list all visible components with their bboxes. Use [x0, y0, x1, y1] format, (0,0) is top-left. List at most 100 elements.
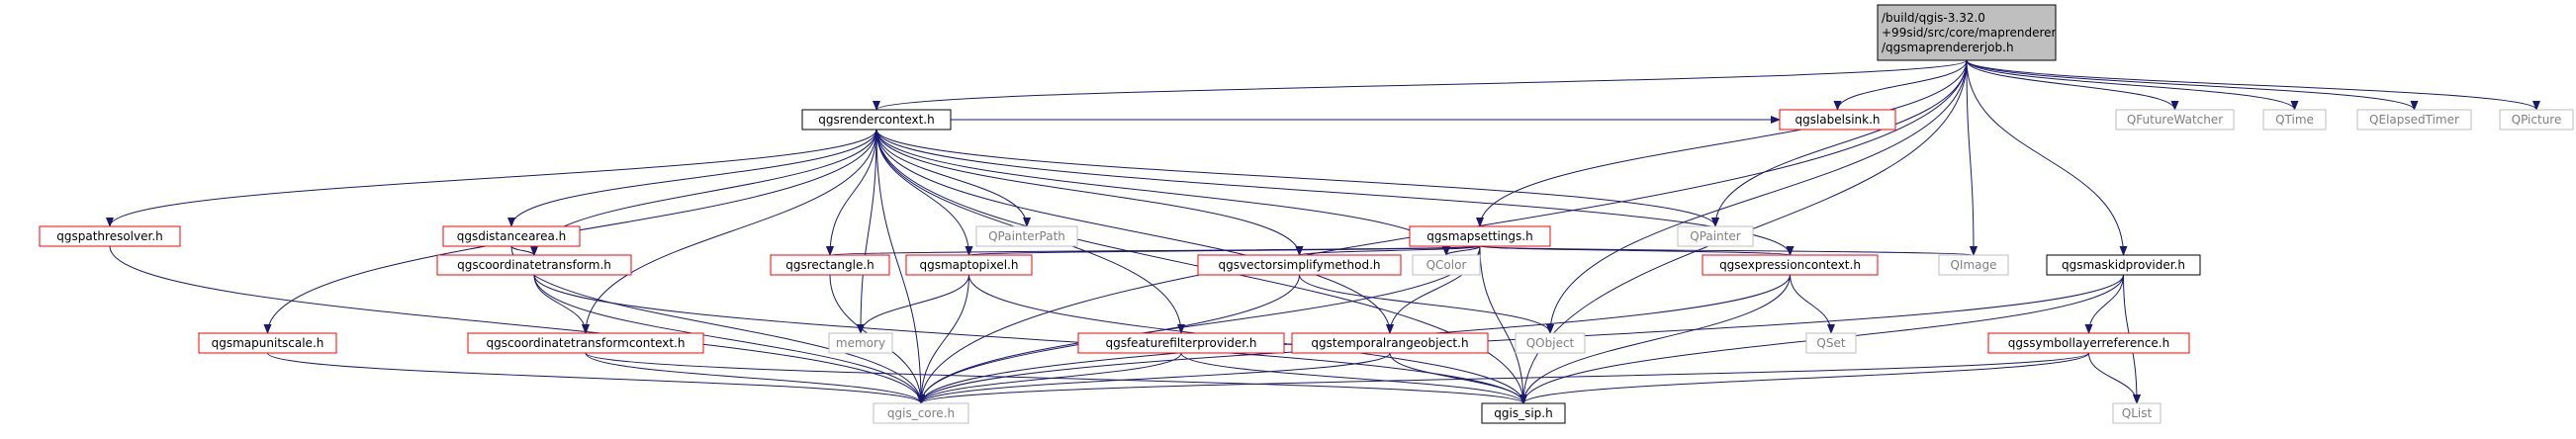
node-box-qgsmaptopixel [905, 254, 1033, 276]
node-box-qgssymbollayerreference [1987, 332, 2190, 354]
edge-root-to-QTime [1966, 59, 2299, 111]
edge-root-to-qgsrendercontext [873, 59, 1968, 111]
node-QSet[interactable]: QSet [1805, 332, 1857, 354]
edge-qgssymbollayerreference-to-QList [2088, 352, 2141, 404]
edge-qgsexpressioncontext-to-qgis_sip [1519, 274, 1791, 404]
node-box-memory [828, 332, 893, 354]
node-label-root: +99sid/src/core/maprenderer [1882, 26, 2057, 40]
node-label-qgstemporalrangeobject: qgstemporalrangeobject.h [1311, 336, 1468, 350]
edge-qgsrendercontext-to-qgstemporalrangeobject [875, 129, 1394, 334]
node-box-QPicture [2499, 109, 2574, 131]
node-box-qgslabelsink [1779, 109, 1896, 131]
node-qgspathresolver[interactable]: qgspathresolver.h [39, 225, 181, 247]
node-QPainter[interactable]: QPainter [1677, 225, 1754, 247]
node-qgsexpressioncontext[interactable]: qgsexpressioncontext.h [1702, 254, 1879, 276]
node-box-qgstemporalrangeobject [1291, 332, 1489, 354]
edge-root-to-qgsmapsettings [1476, 59, 1968, 227]
node-box-qgsrendercontext [801, 109, 952, 131]
node-label-qgscoordinatetransform: qgscoordinatetransform.h [457, 258, 611, 272]
node-label-qgsrectangle: qgsrectangle.h [785, 258, 874, 272]
edge-qgsrendercontext-to-qgsrectangle [826, 129, 877, 256]
node-QTime[interactable]: QTime [2262, 109, 2327, 131]
node-QImage[interactable]: QImage [1938, 254, 2009, 276]
node-label-qgis_core: qgis_core.h [887, 406, 955, 420]
node-qgsrectangle[interactable]: qgsrectangle.h [770, 254, 890, 276]
node-box-qgsexpressioncontext [1702, 254, 1879, 276]
edge-root-to-QElapsedTimer [1966, 59, 2419, 111]
node-QElapsedTimer[interactable]: QElapsedTimer [2356, 109, 2472, 131]
node-qgstemporalrangeobject[interactable]: qgstemporalrangeobject.h [1291, 332, 1489, 354]
edge-qgsrendercontext-to-memory [857, 129, 877, 334]
node-qgsmapunitscale[interactable]: qgsmapunitscale.h [198, 332, 337, 354]
edge-root-to-QImage [1966, 59, 1978, 256]
edge-root-to-qgsmaskidprovider [1966, 59, 2128, 256]
edge-qgsrendercontext-to-qgsdistancearea [507, 129, 877, 227]
node-QFutureWatcher[interactable]: QFutureWatcher [2115, 109, 2235, 131]
node-box-QSet [1805, 332, 1857, 354]
node-qgscoordinatetransformcontext[interactable]: qgscoordinatetransformcontext.h [467, 332, 704, 354]
node-box-qgis_core [873, 402, 969, 424]
node-label-qgssymbollayerreference: qgssymbollayerreference.h [2008, 336, 2169, 350]
node-qgsdistancearea[interactable]: qgsdistancearea.h [442, 225, 581, 247]
edge-qgsmaptopixel-to-qgis_core [917, 274, 969, 404]
node-box-qgsfeaturefilterprovider [1077, 332, 1285, 354]
edge-qgsrendercontext-to-QPainter [875, 129, 1719, 227]
edge-qgstemporalrangeobject-to-qgis_sip [1389, 352, 1527, 404]
file-nodes: /build/qgis-3.32.0+99sid/src/core/mapren… [39, 4, 2574, 424]
node-label-qgis_sip: qgis_sip.h [1494, 406, 1552, 420]
node-box-QPainterPath [975, 225, 1078, 247]
dependency-edges [106, 59, 2540, 404]
node-QObject[interactable]: QObject [1515, 332, 1586, 354]
node-label-QPainter: QPainter [1690, 229, 1741, 243]
node-qgsvectorsimplifymethod[interactable]: qgsvectorsimplifymethod.h [1197, 254, 1402, 276]
node-memory[interactable]: memory [828, 332, 893, 354]
node-label-QFutureWatcher: QFutureWatcher [2127, 113, 2223, 127]
node-box-qgscoordinatetransformcontext [467, 332, 704, 354]
node-qgsmaskidprovider[interactable]: qgsmaskidprovider.h [2046, 254, 2201, 276]
node-qgsfeaturefilterprovider[interactable]: qgsfeaturefilterprovider.h [1077, 332, 1285, 354]
node-qgis_core[interactable]: qgis_core.h [873, 402, 969, 424]
edge-qgsmaptopixel-to-memory [857, 274, 969, 334]
node-qgsmapsettings[interactable]: qgsmapsettings.h [1409, 225, 1551, 247]
node-qgsrendercontext[interactable]: qgsrendercontext.h [801, 109, 952, 131]
node-QList[interactable]: QList [2112, 402, 2162, 424]
edge-qgsrendercontext-to-qgspathresolver [106, 129, 877, 227]
node-box-QList [2112, 402, 2162, 424]
node-box-QPainter [1677, 225, 1754, 247]
node-QPicture[interactable]: QPicture [2499, 109, 2574, 131]
node-label-QList: QList [2122, 406, 2153, 420]
node-QColor[interactable]: QColor [1412, 254, 1481, 276]
edge-qgsexpressioncontext-to-QSet [1790, 274, 1835, 334]
node-label-qgsmaskidprovider: qgsmaskidprovider.h [2062, 258, 2185, 272]
node-qgis_sip[interactable]: qgis_sip.h [1481, 402, 1566, 424]
node-box-qgsdistancearea [442, 225, 581, 247]
node-qgsmaptopixel[interactable]: qgsmaptopixel.h [905, 254, 1033, 276]
node-box-QElapsedTimer [2356, 109, 2472, 131]
node-box-qgsrectangle [770, 254, 890, 276]
node-label-qgsmapunitscale: qgsmapunitscale.h [212, 336, 324, 350]
node-label-qgsmapsettings: qgsmapsettings.h [1426, 229, 1532, 243]
node-label-QElapsedTimer: QElapsedTimer [2369, 113, 2459, 127]
node-QPainterPath[interactable]: QPainterPath [975, 225, 1078, 247]
node-qgssymbollayerreference[interactable]: qgssymbollayerreference.h [1987, 332, 2190, 354]
edge-qgsrendercontext-to-QPainterPath [875, 129, 1031, 227]
node-label-QPicture: QPicture [2512, 113, 2562, 127]
node-label-root: /build/qgis-3.32.0 [1882, 11, 1985, 25]
node-label-qgsvectorsimplifymethod: qgsvectorsimplifymethod.h [1219, 258, 1381, 272]
edge-qgsvectorsimplifymethod-to-QObject [1299, 274, 1554, 334]
edge-qgsmapsettings-to-QImage [1479, 245, 1977, 256]
node-label-qgsfeaturefilterprovider: qgsfeaturefilterprovider.h [1105, 336, 1256, 350]
edge-qgsrendercontext-to-qgscoordinatetransformcontext [582, 129, 877, 334]
edge-qgscoordinatetransform-to-qgscoordinatetransformcontext [533, 274, 590, 334]
node-label-QSet: QSet [1816, 336, 1845, 350]
edge-qgstemporalrangeobject-to-qgis_core [917, 352, 1391, 404]
edge-root-to-QFutureWatcher [1966, 59, 2179, 111]
edge-qgsfeaturefilterprovider-to-qgis_core [917, 352, 1182, 404]
node-qgslabelsink[interactable]: qgslabelsink.h [1779, 109, 1896, 131]
edge-qgsrendercontext-to-qgsmaptopixel [875, 129, 973, 256]
edge-qgsmapsettings-to-QColor [1442, 245, 1481, 256]
node-box-QColor [1412, 254, 1481, 276]
node-qgscoordinatetransform[interactable]: qgscoordinatetransform.h [436, 254, 632, 276]
node-label-qgsrendercontext: qgsrendercontext.h [818, 113, 934, 127]
edge-root-to-QPainter [1711, 59, 1968, 227]
